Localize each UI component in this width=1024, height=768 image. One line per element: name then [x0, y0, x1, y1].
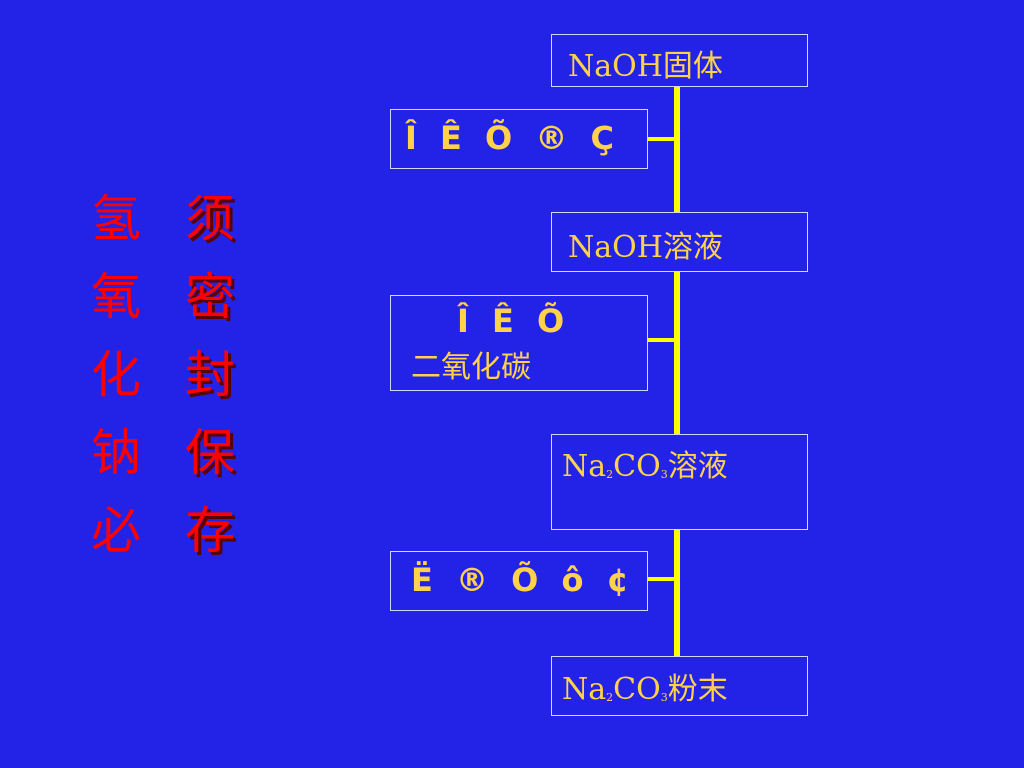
title-char: 须 [185, 190, 235, 248]
connector-line [674, 272, 680, 434]
connector-tick [648, 577, 678, 581]
title-char: 必 [91, 502, 141, 560]
connector-tick [648, 137, 678, 141]
connector-line [674, 86, 680, 212]
step-box-2: Î Ê Õ 二氧化碳 [390, 295, 648, 391]
na2co3-solution-box: Na2CO3溶液 [551, 434, 808, 530]
title-char: 存 [185, 502, 235, 560]
box-label: 二氧化碳 [411, 350, 531, 385]
box-label: Î Ê Õ [457, 302, 571, 340]
box-label: Na2CO3溶液 [562, 449, 728, 484]
step-box-1: Î Ê Õ ® Ç [390, 109, 648, 169]
box-label: Na2CO3粉末 [562, 672, 728, 707]
title-column-right: 须 密 封 保 存 [178, 180, 242, 570]
connector-tick [648, 338, 678, 342]
title-column-left: 氢 氧 化 钠 必 [84, 180, 148, 570]
connector-line [674, 530, 680, 656]
naoh-solid-box: NaOH固体 [551, 34, 808, 87]
title-char: 保 [185, 424, 235, 482]
box-label: Î Ê Õ ® Ç [405, 119, 621, 157]
box-label: NaOH固体 [568, 49, 723, 84]
title-char: 封 [185, 346, 235, 404]
box-label: Ë ® Õ ô ¢ [411, 561, 635, 599]
title-char: 密 [185, 268, 235, 326]
step-box-3: Ë ® Õ ô ¢ [390, 551, 648, 611]
box-label: NaOH溶液 [568, 230, 723, 265]
title-char: 化 [91, 346, 141, 404]
title-char: 氢 [91, 190, 141, 248]
naoh-solution-box: NaOH溶液 [551, 212, 808, 272]
na2co3-powder-box: Na2CO3粉末 [551, 656, 808, 716]
title-char: 氧 [91, 268, 141, 326]
title-char: 钠 [91, 424, 141, 482]
